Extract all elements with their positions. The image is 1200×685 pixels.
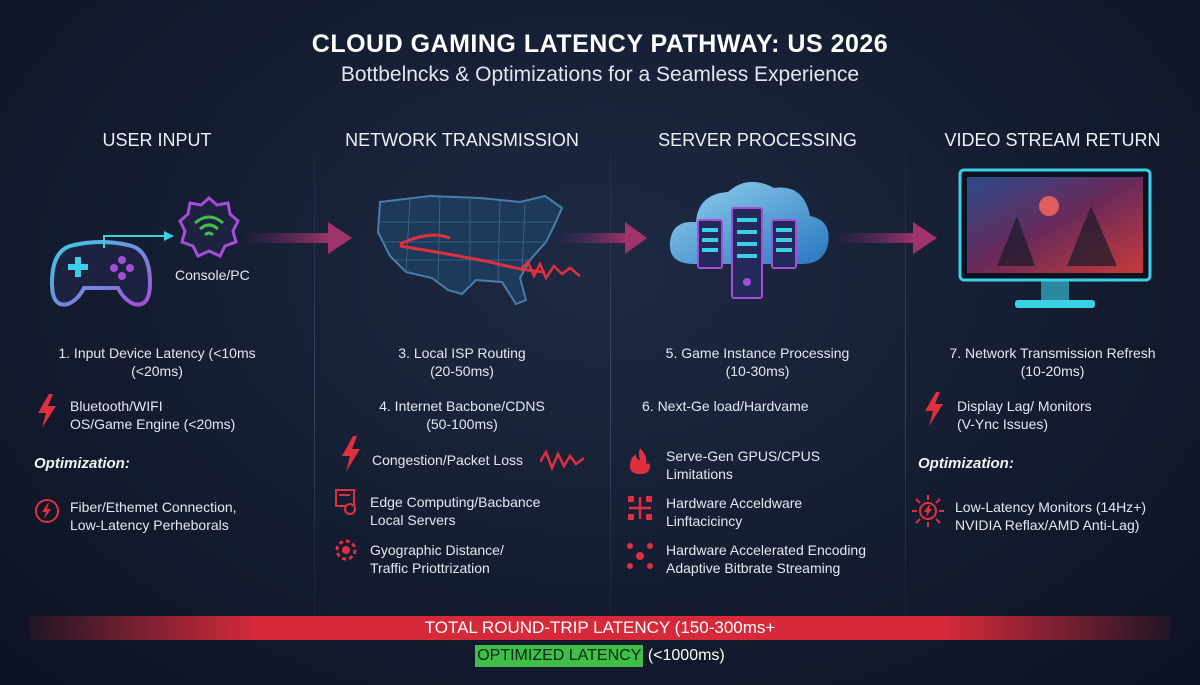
- column-divider: [610, 150, 611, 620]
- flow-arrow-icon: [240, 222, 352, 254]
- lightning-icon: [342, 436, 360, 472]
- fire-icon: [630, 448, 650, 474]
- optimization-text: Fiber/Ethemet Connection,: [70, 499, 237, 515]
- step-7-text: 7. Network Transmission Refresh: [949, 345, 1156, 361]
- bottleneck-text: (V-Ync Issues): [957, 416, 1049, 432]
- step-1-text: 1. Input Device Latency (<10ms: [58, 345, 256, 361]
- page-subtitle: Bottbelncks & Optimizations for a Seamle…: [340, 63, 860, 86]
- signal-spike-icon: [540, 449, 584, 472]
- lightning-icon: [925, 392, 943, 426]
- network-item-text: Edge Computing/Bacbance: [370, 494, 541, 510]
- optimization-label: Optimization:: [34, 455, 130, 472]
- optimization-label: Optimization:: [918, 455, 1014, 472]
- connection-arrow-icon: [103, 231, 174, 248]
- wifi-badge-icon: [178, 196, 240, 258]
- flow-arrow-icon: [830, 222, 937, 254]
- server-item-text: Limitations: [666, 466, 733, 482]
- column-network: NETWORK TRANSMISSION 3. Local ISP Routin…: [314, 0, 610, 685]
- optimization-text: Low-Latency Perheborals: [70, 517, 229, 533]
- bottleneck-text: Bluetooth/WIFI: [70, 398, 163, 414]
- step-3-text: 3. Local ISP Routing: [398, 345, 526, 361]
- gamepad-icon: [50, 240, 152, 307]
- network-item-text: Local Servers: [370, 512, 456, 528]
- optimized-latency-line: OPTIMIZED LATENCY (<1000ms): [0, 645, 1200, 667]
- monitor-icon: [958, 168, 1152, 308]
- bottleneck-text: OS/Game Engine (<20ms): [70, 416, 236, 432]
- optimized-latency-value: (<1000ms): [643, 647, 725, 664]
- page-title: CLOUD GAMING LATENCY PATHWAY: US 2026: [311, 30, 889, 58]
- server-item-text: Serve-Gen GPUS/CPUS: [666, 448, 821, 464]
- optimization-text: Low-Latency Monitors (14Hz+): [955, 499, 1147, 515]
- column-title: VIDEO STREAM RETURN: [944, 130, 1161, 150]
- server-item-text: Hardware Accelerated Encoding: [666, 542, 867, 558]
- encoding-icon: [627, 543, 653, 569]
- column-title: NETWORK TRANSMISSION: [345, 130, 579, 150]
- gear-icon: [335, 539, 357, 561]
- bottleneck-text: Congestion/Packet Loss: [372, 452, 523, 468]
- optimized-latency-highlight: OPTIMIZED LATENCY: [475, 645, 644, 667]
- network-icon: [628, 496, 652, 520]
- lightning-icon: [38, 394, 56, 428]
- step-3-range: (20-50ms): [430, 363, 494, 379]
- server-item-text: Adaptive Bitbrate Streaming: [666, 560, 841, 576]
- us-map-icon: [376, 194, 581, 306]
- bottleneck-text: Display Lag/ Monitors: [957, 398, 1092, 414]
- optimization-text: NVIDIA Reflax/AMD Anti-Lag): [955, 517, 1140, 533]
- column-server: SERVER PROCESSING 5. Game Instance Proce…: [610, 0, 905, 685]
- server-item-text: Hardware Acceldware: [666, 495, 803, 511]
- column-title: SERVER PROCESSING: [658, 130, 857, 150]
- total-latency-bar: TOTAL ROUND-TRIP LATENCY (150-300ms+: [30, 616, 1170, 640]
- column-divider: [905, 150, 906, 620]
- sun-icon: [912, 495, 944, 527]
- server-item-text: Linftacicincy: [666, 513, 743, 529]
- step-4-range: (50-100ms): [426, 416, 498, 432]
- column-divider: [314, 150, 315, 620]
- cloud-server-icon: [669, 181, 829, 299]
- server-network-icon: [335, 489, 356, 515]
- console-label: Console/PC: [175, 267, 250, 283]
- network-item-text: Gyographic Distance/: [370, 542, 504, 558]
- step-5-range: (10-30ms): [725, 363, 790, 379]
- step-1-range: (<20ms): [131, 363, 183, 379]
- step-5-text: 5. Game Instance Processing: [665, 345, 850, 361]
- step-7-range: (10-20ms): [1020, 363, 1085, 379]
- column-user-input: USER INPUT Console/PC 1. Input Device La…: [0, 0, 314, 685]
- step-4-text: 4. Internet Bacbone/CDNS: [379, 398, 545, 414]
- network-item-text: Traffic Priottrization: [370, 560, 490, 576]
- step-6-text: 6. Next-Ge load/Hardvame: [642, 398, 809, 414]
- column-title: USER INPUT: [102, 130, 212, 150]
- lightning-circle-icon: [35, 499, 59, 523]
- column-video: VIDEO STREAM RETURN 7. Network Transmiss…: [905, 0, 1200, 685]
- flow-arrow-icon: [555, 222, 647, 254]
